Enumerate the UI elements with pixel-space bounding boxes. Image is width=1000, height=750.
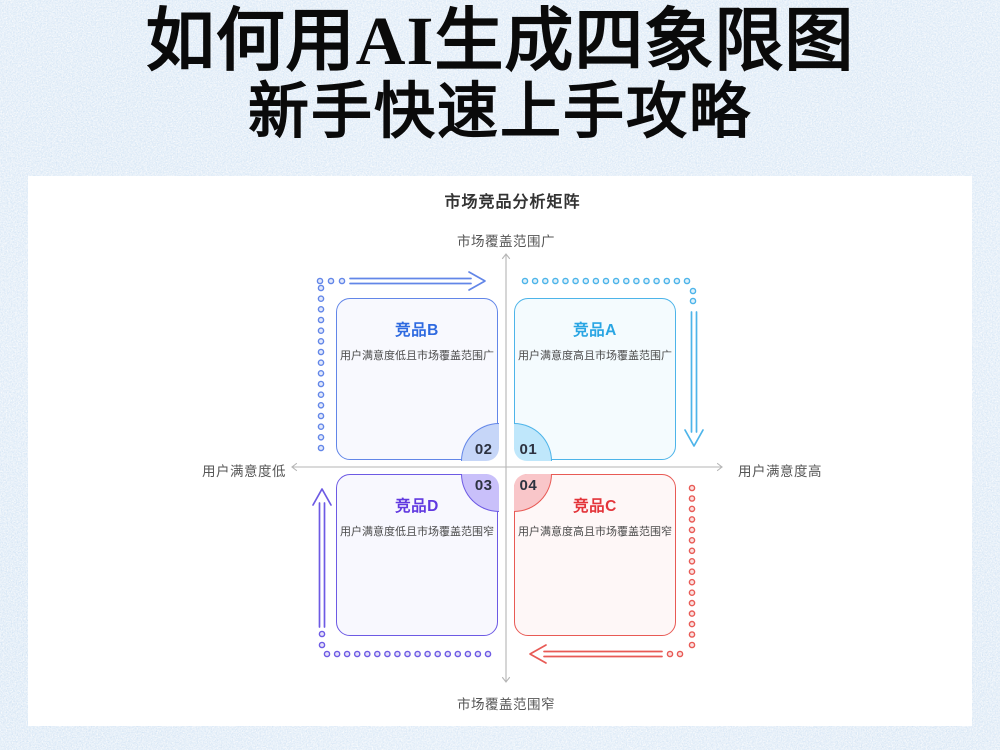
quadrant-a-number: 01 (519, 440, 538, 458)
quadrant-b-dots-row (316, 277, 346, 285)
quadrant-a-arrow-down-icon (684, 311, 704, 447)
matrix-title: 市场竞品分析矩阵 (444, 194, 581, 211)
headline-line-2: 新手快速上手攻略 (247, 78, 752, 146)
axis-label-bottom: 市场覆盖范围窄 (457, 697, 555, 712)
quadrant-c-arrow-left-icon (529, 644, 663, 664)
quadrant-b-title: 竞品B (395, 322, 439, 339)
axis-label-left: 用户满意度低 (202, 464, 286, 479)
matrix-card: 市场竞品分析矩阵 (28, 176, 972, 726)
quadrant-d-title: 竞品D (395, 498, 439, 515)
quadrant-c-dots-tail (666, 650, 684, 658)
quadrant-c-dots-column (688, 484, 696, 649)
axis-lines (291, 253, 723, 683)
quadrant-c-number: 04 (519, 476, 538, 494)
headline-line-1: 如何用AI生成四象限图 (145, 3, 855, 79)
quadrant-d-dots-row (323, 650, 492, 658)
quadrant-c-title: 竞品C (573, 498, 617, 515)
matrix-decoration-layer (291, 253, 723, 683)
quadrant-c-card: 竞品C 用户满意度高且市场覆盖范围窄 04 (513, 473, 676, 636)
axis-label-top: 市场覆盖范围广 (457, 234, 555, 249)
axis-label-right: 用户满意度高 (738, 464, 822, 479)
quadrant-b-arrow-right-icon (349, 271, 486, 291)
quadrant-d-arrow-up-icon (312, 488, 332, 628)
quadrant-d-dots-corner (318, 630, 326, 649)
quadrant-d-number: 03 (474, 476, 493, 494)
quadrant-a-description: 用户满意度高且市场覆盖范围广 (518, 350, 672, 362)
quadrant-a-card: 竞品A 用户满意度高且市场覆盖范围广 01 (513, 298, 676, 461)
quadrant-a-number-badge: 01 (513, 422, 552, 461)
quadrant-b-number: 02 (474, 440, 493, 458)
poster-headline: 如何用AI生成四象限图 新手快速上手攻略 (0, 4, 1000, 147)
quadrant-d-description: 用户满意度低且市场覆盖范围窄 (340, 526, 494, 538)
quadrant-a-dots-corner (689, 287, 697, 305)
quadrant-b-number-badge: 02 (460, 422, 499, 461)
quadrant-c-description: 用户满意度高且市场覆盖范围窄 (518, 526, 672, 538)
quadrant-d-card: 竞品D 用户满意度低且市场覆盖范围窄 03 (336, 473, 499, 636)
quadrant-b-dots-column (317, 284, 325, 452)
quadrant-a-title: 竞品A (573, 322, 617, 339)
quadrant-b-description: 用户满意度低且市场覆盖范围广 (340, 350, 494, 362)
quadrant-b-card: 竞品B 用户满意度低且市场覆盖范围广 02 (336, 298, 499, 461)
quadrant-a-dots-row (521, 277, 691, 285)
